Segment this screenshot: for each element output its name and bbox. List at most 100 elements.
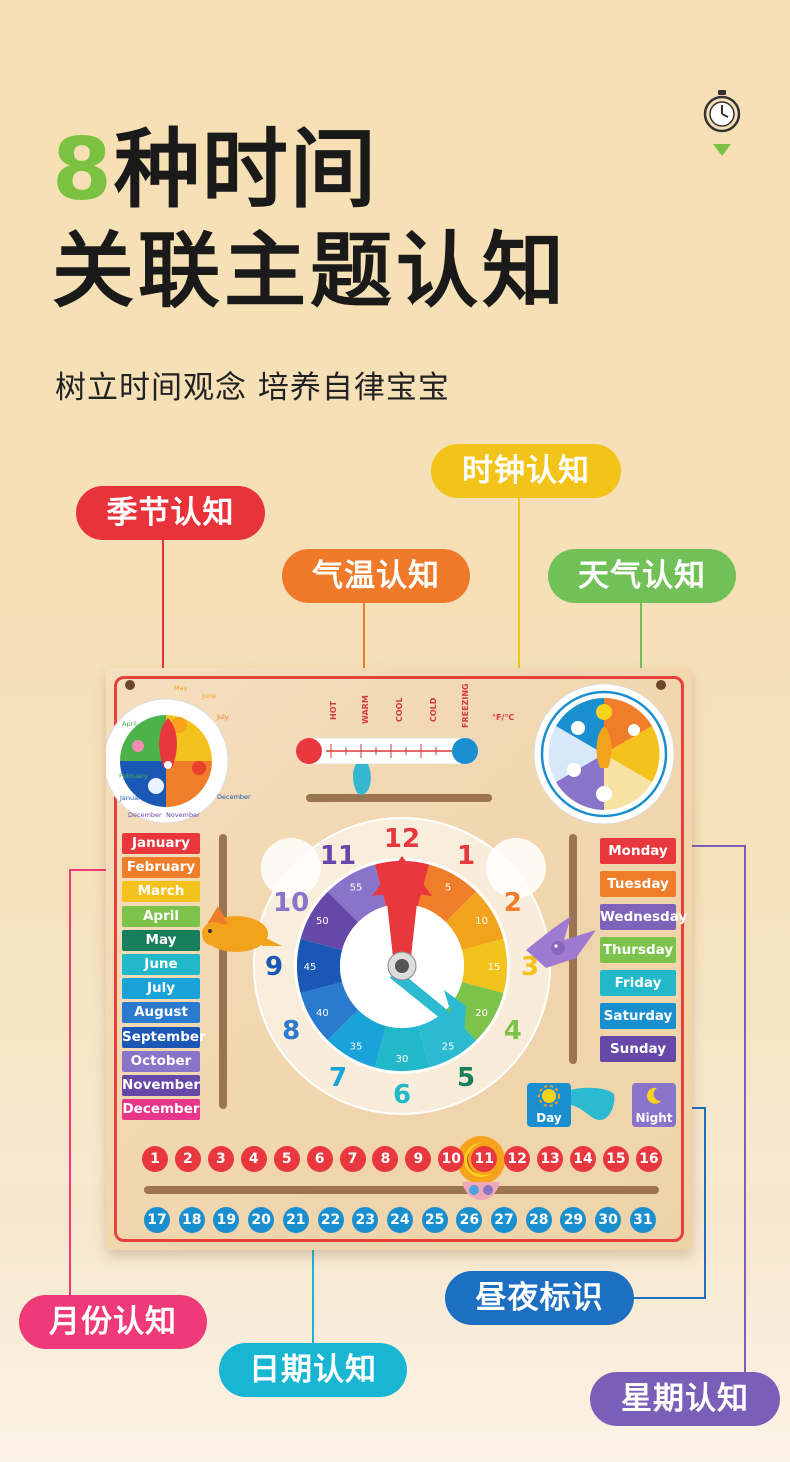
season-wheel[interactable] (106, 698, 229, 824)
day-label: Day (536, 1111, 562, 1125)
clock-minute-label: 40 (316, 1008, 329, 1019)
weekday-item-monday: Monday (600, 838, 676, 864)
date-circle: 13 (537, 1146, 564, 1172)
day-button[interactable]: Day (527, 1083, 571, 1127)
weekday-item-saturday: Saturday (600, 1003, 676, 1029)
season-month-label: May (174, 684, 188, 692)
date-circle: 22 (317, 1207, 344, 1233)
tag-temperature: 气温认知 (282, 549, 470, 603)
temperature-slot (306, 794, 492, 802)
clock-ring-segment (327, 864, 386, 923)
month-item-september: September (122, 1026, 206, 1048)
season-month-label: February (119, 772, 148, 780)
clock-minute-label: 50 (316, 916, 329, 927)
clock-minute-label: 30 (396, 1054, 409, 1065)
date-circle: 9 (405, 1146, 432, 1172)
month-item-december: December (122, 1099, 200, 1121)
date-circle: 17 (144, 1207, 170, 1233)
weekday-item-thursday: Thursday (600, 937, 676, 963)
date-circle: 31 (629, 1207, 656, 1233)
season-month-label: December (128, 811, 162, 819)
clock-hour-label: 9 (265, 952, 283, 982)
tag-season: 季节认知 (76, 486, 265, 540)
date-circle: 20 (248, 1207, 275, 1233)
date-circle: 11 (471, 1146, 498, 1172)
moon-icon (646, 1087, 661, 1104)
clock-ring-segment (327, 1009, 386, 1068)
month-item-october: October (122, 1050, 200, 1072)
tag-date: 日期认知 (219, 1343, 407, 1397)
thermometer: HOT WARM COOL COLD FREEZING °F/°C (295, 683, 514, 795)
date-circle: 4 (240, 1146, 267, 1172)
date-circle: 14 (569, 1146, 596, 1172)
month-slot (219, 834, 227, 1109)
weekday-item-friday: Friday (600, 970, 676, 996)
board-graphics: May June July December November December… (106, 683, 675, 1200)
thermo-hot-label: HOT (329, 701, 338, 720)
date-circle: 19 (213, 1207, 240, 1233)
month-item-august: August (122, 1002, 200, 1024)
date-circle: 8 (372, 1146, 399, 1172)
clock-minute-label: 20 (475, 1008, 488, 1019)
month-item-june: June (122, 953, 200, 975)
headline-text: 种时间 (113, 120, 378, 220)
clock-minute-hand (372, 856, 432, 966)
clock-ring-segment (418, 1009, 477, 1068)
clock-ring-segment (300, 891, 359, 950)
calendar-board: May June July December November December… (106, 668, 692, 1250)
triceratops-peg-icon[interactable] (202, 906, 282, 952)
date-circle: 1 (142, 1146, 168, 1172)
date-circle: 25 (421, 1207, 448, 1233)
pterodactyl-peg-icon[interactable] (526, 916, 596, 968)
headline-number: 8 (52, 120, 114, 220)
clock-ring-segment (445, 982, 504, 1041)
board-frame (114, 676, 684, 1242)
date-circle: 18 (178, 1207, 205, 1233)
season-month-label: December (217, 793, 251, 801)
date-circle: 27 (491, 1207, 518, 1233)
tag-weather: 天气认知 (548, 549, 736, 603)
clock-hour-hand (390, 968, 466, 1040)
night-button[interactable]: Night (632, 1083, 676, 1127)
weather-wheel[interactable] (533, 683, 675, 825)
date-circle: 2 (174, 1146, 201, 1172)
date-circle: 12 (504, 1146, 531, 1172)
hang-hole-left (125, 680, 135, 690)
clock-ring-segment (374, 1025, 430, 1071)
date-circle: 24 (386, 1207, 413, 1233)
date-circle: 5 (273, 1146, 300, 1172)
month-item-march: March (122, 881, 200, 903)
tag-daynight: 昼夜标识 (445, 1271, 634, 1325)
clock-minute-label: 10 (475, 916, 488, 927)
date-circle: 15 (602, 1146, 629, 1172)
temperature-slider-peg[interactable] (353, 764, 371, 795)
month-item-may: May (122, 929, 200, 951)
weekday-item-sunday: Sunday (600, 1036, 676, 1062)
clock-minute-label: 5 (445, 882, 451, 893)
clock-minute-label: 25 (442, 1042, 455, 1053)
date-circle: 23 (352, 1207, 379, 1233)
season-month-label: January (119, 794, 145, 802)
tag-week: 星期认知 (590, 1372, 780, 1426)
clock-ring-segment (418, 864, 477, 923)
clock-hour-label: 4 (504, 1016, 522, 1046)
date-circle: 3 (207, 1146, 234, 1172)
stopwatch-icon (703, 90, 741, 156)
clock-minute-label: 55 (350, 882, 363, 893)
date-circle: 10 (438, 1146, 465, 1172)
month-item-april: April (122, 905, 200, 927)
daynight-slider-peg[interactable] (566, 1087, 615, 1120)
weekday-item-wednesday: Wednesday (600, 904, 687, 930)
date-circle: 6 (306, 1146, 333, 1172)
clock-hands[interactable] (372, 856, 466, 1040)
clock-hour-label: 10 (273, 888, 309, 918)
season-month-label: June (201, 692, 216, 700)
clock-hour-label: 11 (320, 841, 356, 871)
clock-ring-segment (300, 982, 359, 1041)
clock-minute-label: 15 (488, 962, 501, 973)
